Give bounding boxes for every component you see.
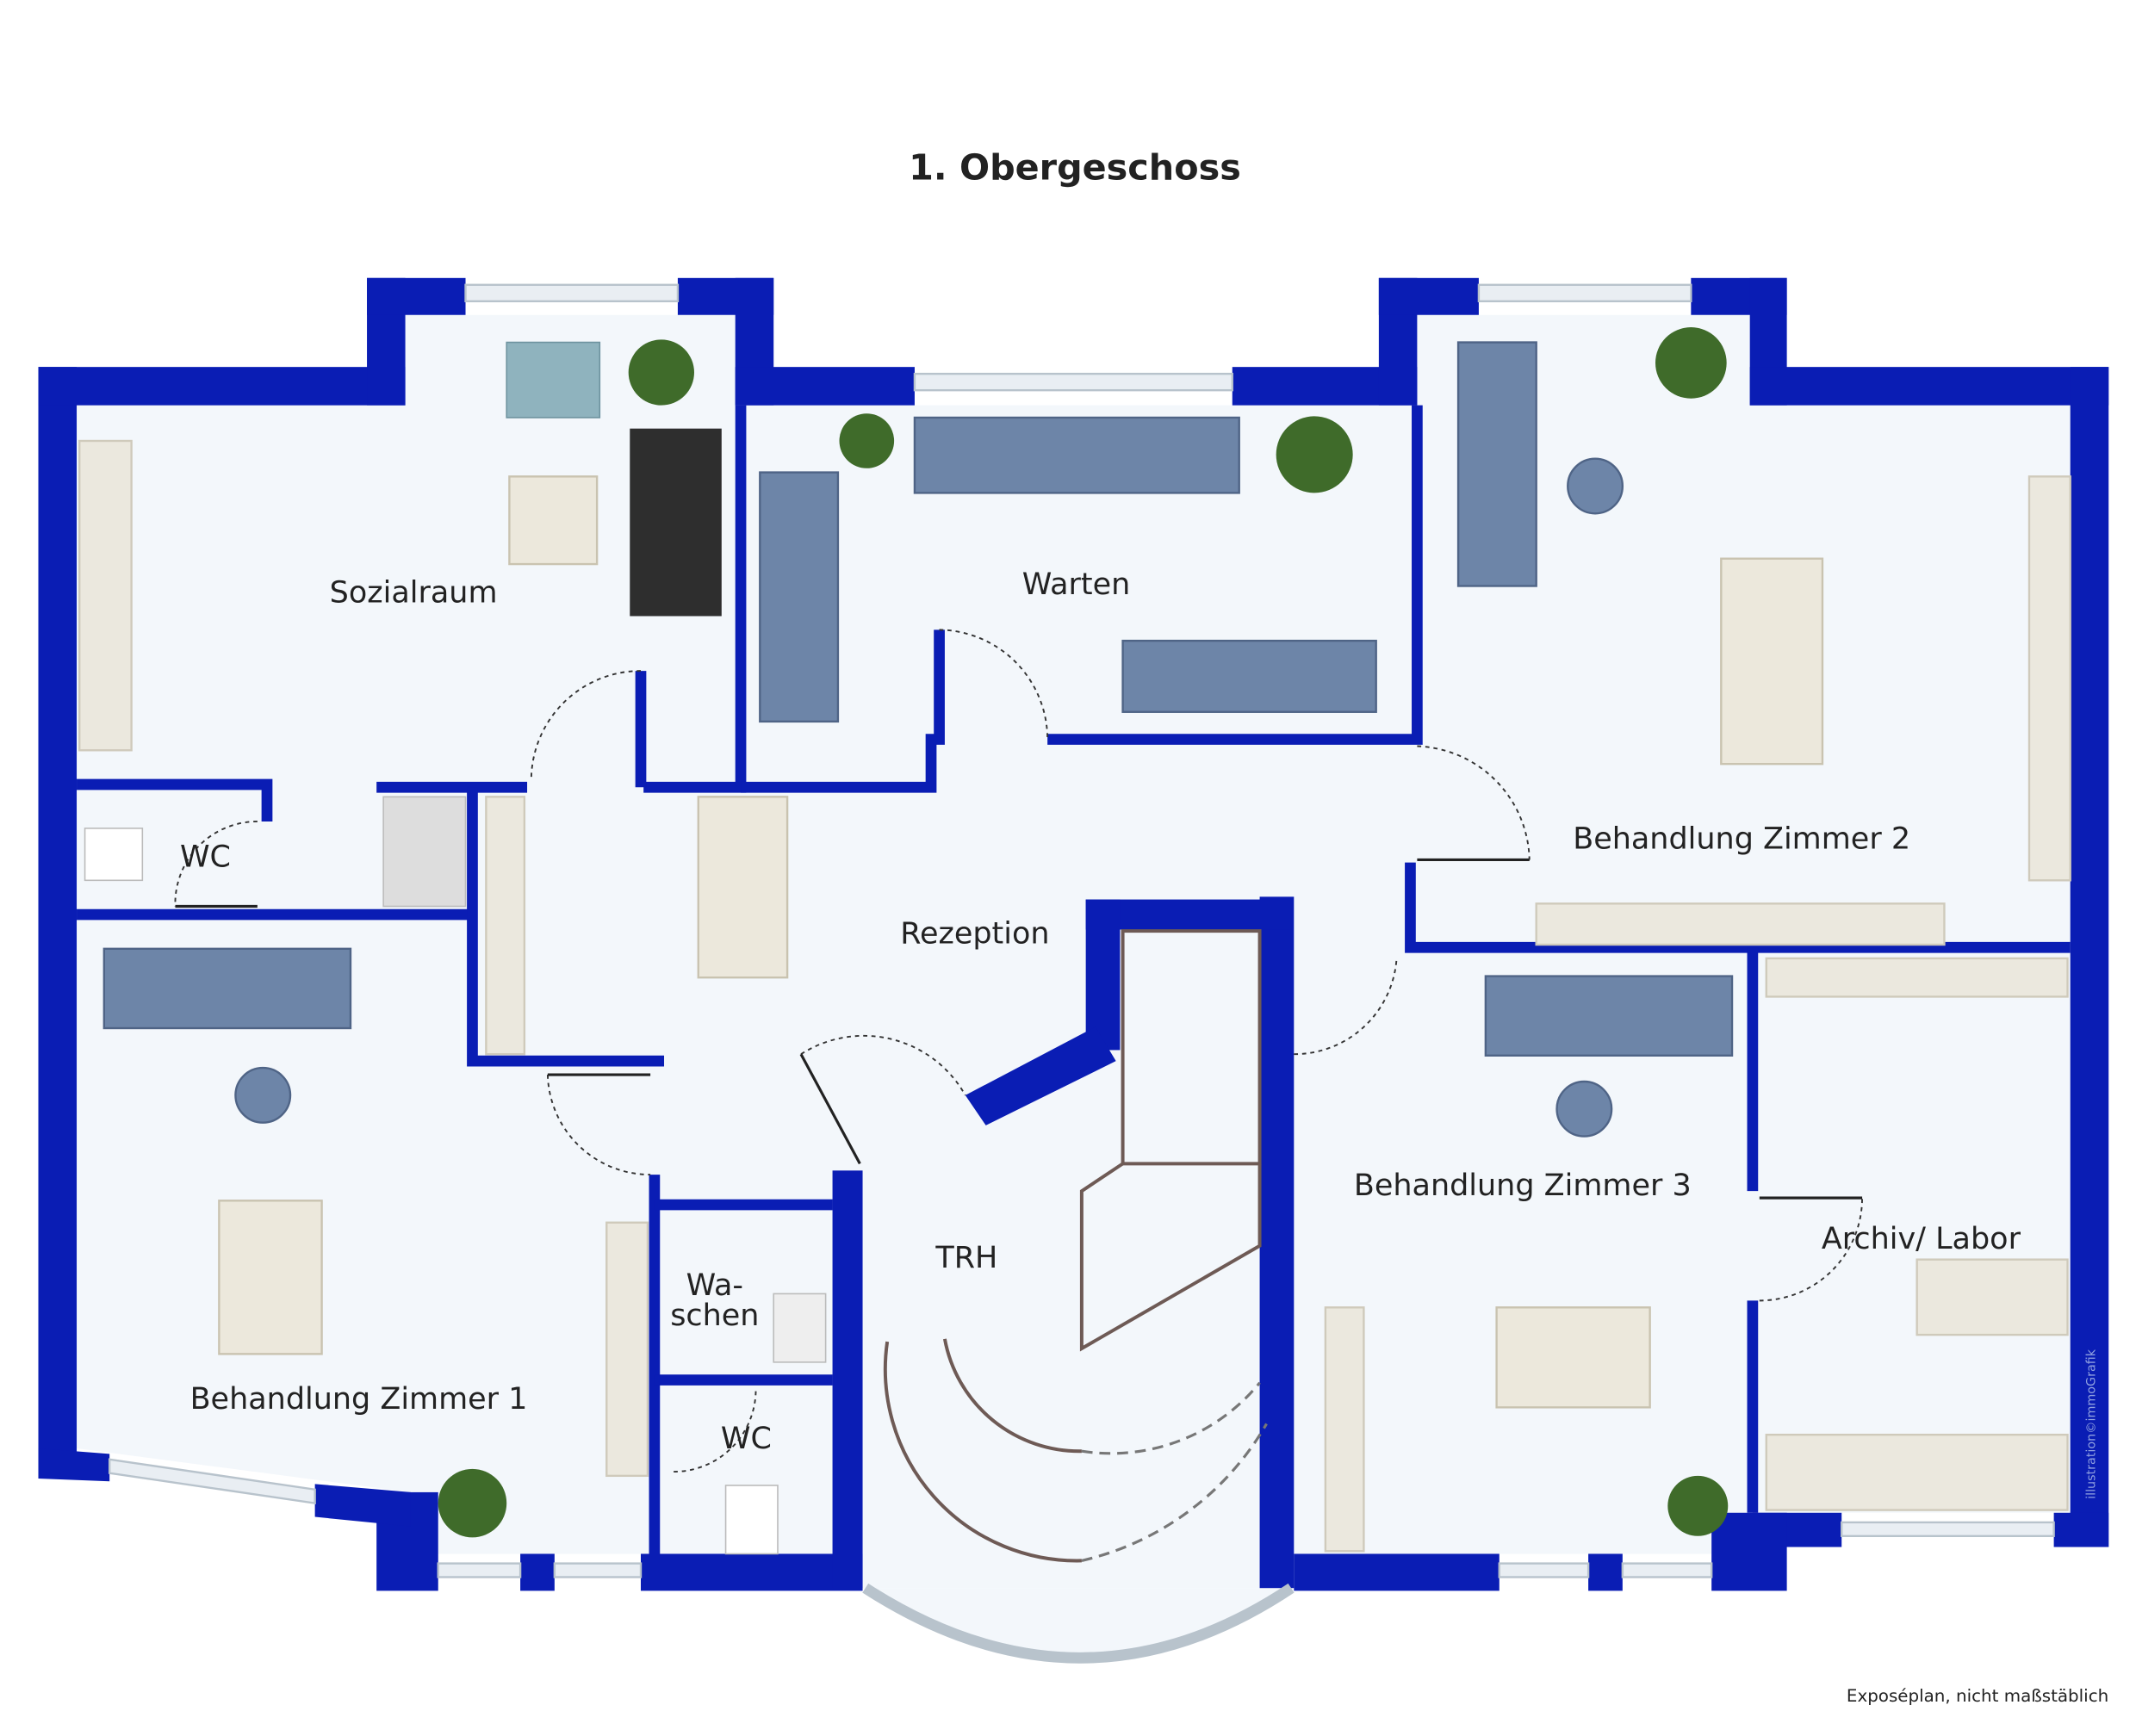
label-zimmer3: Behandlung Zimmer 3 (1354, 1169, 1692, 1203)
windows (108, 283, 2055, 1664)
label-archiv: Archiv/ Labor (1822, 1222, 2021, 1256)
doors (174, 629, 1864, 1473)
room-labels: Sozialraum Warten Behandlung Zimmer 2 WC… (180, 567, 2021, 1456)
staircase (883, 929, 1268, 1563)
label-zimmer1: Behandlung Zimmer 1 (190, 1382, 528, 1417)
outer-walls (38, 277, 2109, 1591)
furniture (78, 327, 2071, 1555)
label-sozialraum: Sozialraum (330, 576, 498, 611)
label-trh: TRH (934, 1241, 997, 1275)
watermark: illustration©immoGrafik (2084, 1348, 2098, 1499)
label-zimmer2: Behandlung Zimmer 2 (1573, 822, 1910, 857)
label-rezeption: Rezeption (900, 916, 1049, 951)
interior-walls (77, 405, 2071, 1554)
label-waschen-1: Wa- (686, 1268, 743, 1303)
label-wc2: WC (721, 1422, 772, 1456)
label-waschen-2: schen (670, 1299, 759, 1333)
label-warten: Warten (1022, 567, 1131, 602)
plan-title: 1. Obergeschoss (909, 146, 1241, 188)
label-wc1: WC (180, 840, 231, 874)
footer-note: Exposéplan, nicht maßstäblich (1847, 1686, 2108, 1706)
